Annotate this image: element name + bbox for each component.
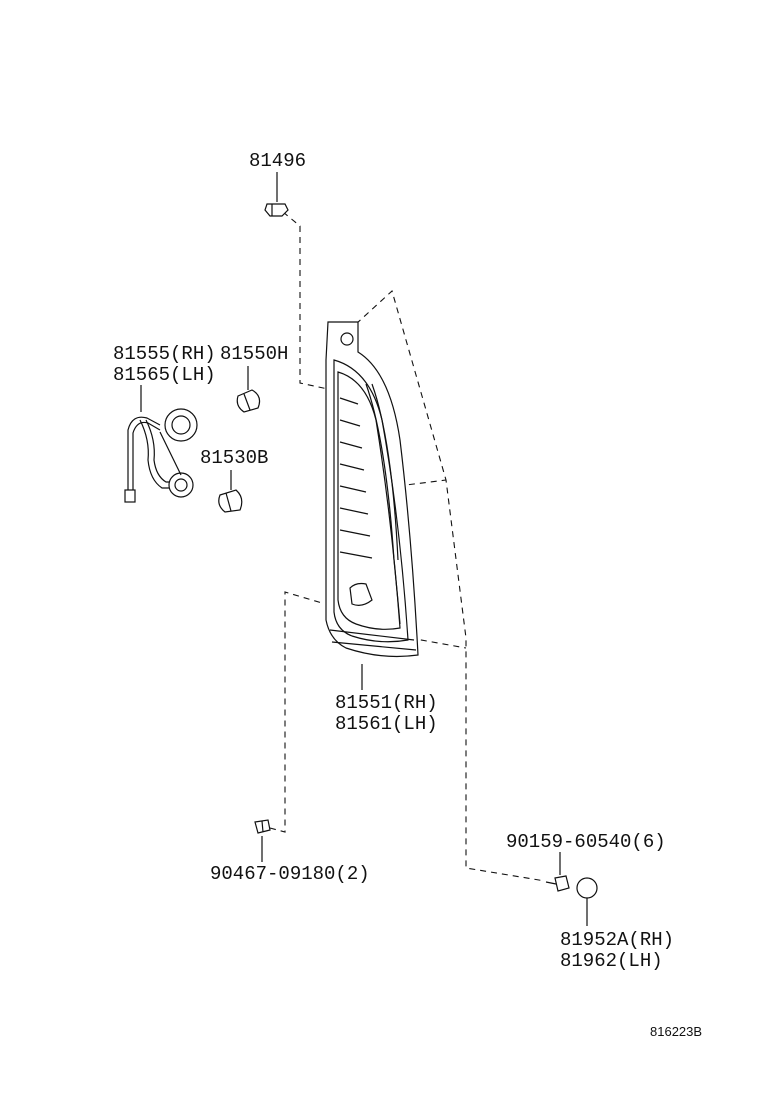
clip-81496 bbox=[264, 203, 289, 217]
rear-lamp-81551 bbox=[325, 321, 419, 658]
leader-lines bbox=[140, 172, 588, 926]
label-81952a-rh: 81952A(RH) bbox=[560, 929, 674, 951]
cap-81952a bbox=[576, 877, 598, 899]
label-81565-lh: 81565(LH) bbox=[113, 364, 216, 386]
screw-90467 bbox=[254, 819, 271, 834]
label-90467-09180: 90467-09180(2) bbox=[210, 863, 370, 885]
label-81551-rh: 81551(RH) bbox=[335, 692, 438, 714]
label-81496: 81496 bbox=[249, 150, 306, 172]
diagram-reference: 816223B bbox=[650, 1024, 702, 1039]
label-81555-rh: 81555(RH) bbox=[113, 343, 216, 365]
bulb-81550h bbox=[236, 389, 261, 413]
assembly-dashed-lines bbox=[269, 211, 546, 882]
label-81561-lh: 81561(LH) bbox=[335, 713, 438, 735]
label-81550h: 81550H bbox=[220, 343, 288, 365]
socket-wire-81555 bbox=[124, 408, 198, 503]
label-81962-lh: 81962(LH) bbox=[560, 950, 663, 972]
screw-90159 bbox=[545, 875, 570, 892]
label-90159-60540: 90159-60540(6) bbox=[506, 831, 666, 853]
bulb-81530b bbox=[218, 489, 243, 513]
label-81530b: 81530B bbox=[200, 447, 268, 469]
